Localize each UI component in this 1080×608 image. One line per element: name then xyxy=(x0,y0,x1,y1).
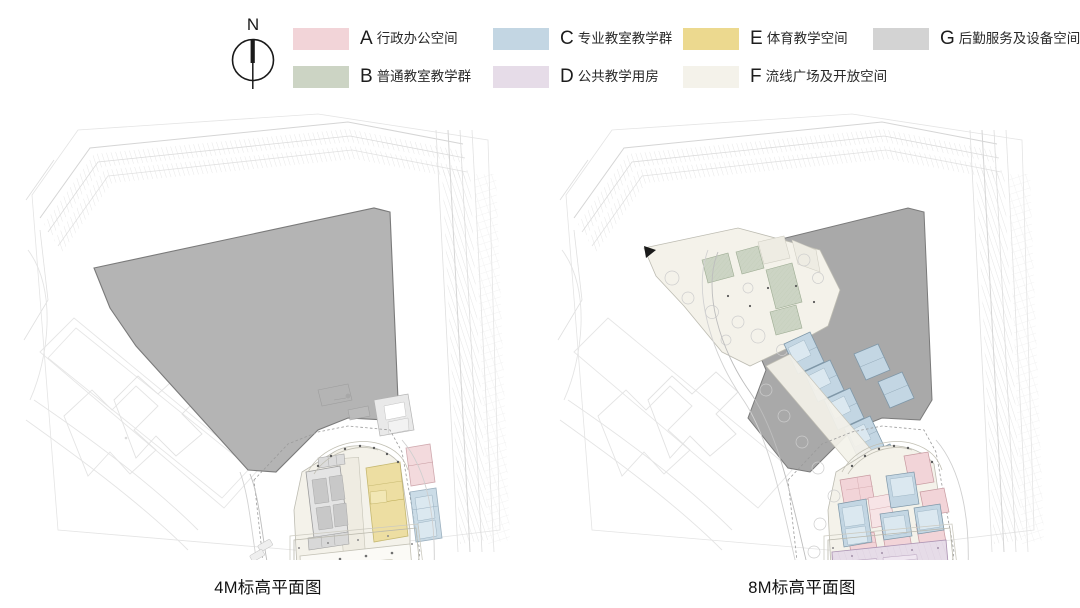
entry-arc xyxy=(307,441,409,475)
compass-north-label: N xyxy=(246,15,260,34)
north-plaza-f xyxy=(643,227,841,367)
site-parking-hatch xyxy=(44,129,468,252)
site-path xyxy=(239,439,435,560)
sports-field xyxy=(573,317,793,509)
legend-key-d: D xyxy=(560,66,574,87)
site-vehicles xyxy=(249,539,273,560)
public-teaching-d xyxy=(831,539,949,560)
legend-swatch-c xyxy=(493,28,549,50)
legend-label-e: 体育教学空间 xyxy=(766,31,848,46)
perimeter-markers xyxy=(298,535,413,549)
legend-item-e: E 体育教学空间 xyxy=(683,27,873,51)
edge-trees xyxy=(759,383,841,559)
legend-item-f: F 流线广场及开放空间 xyxy=(683,65,887,89)
legend-swatch-f xyxy=(683,66,739,88)
legend-label-d: 公共教学用房 xyxy=(577,69,659,84)
entry-columns xyxy=(316,444,400,468)
compass: N xyxy=(225,16,281,94)
compass-north-icon xyxy=(231,38,275,89)
legend-label-g: 后勤服务及设备空间 xyxy=(958,31,1080,46)
legend: N A 行政办公空间 B 普通教室教学群 xyxy=(225,8,1080,96)
caption-plan-8m: 8M标高平面图 xyxy=(748,579,856,597)
legend-column-4: G 后勤服务及设备空间 xyxy=(873,8,1080,51)
legend-key-g: G xyxy=(940,28,955,49)
plan-4m-drawing xyxy=(18,100,518,560)
legend-item-a: A 行政办公空间 xyxy=(293,27,493,51)
legend-key-e: E xyxy=(750,28,763,49)
entry-arc-8m xyxy=(841,441,943,475)
admin-space-a xyxy=(405,443,436,487)
legend-swatch-d xyxy=(493,66,549,88)
legend-item-d: D 公共教学用房 xyxy=(493,65,683,89)
site-path-8m xyxy=(701,249,969,560)
legend-label-f: 流线广场及开放空间 xyxy=(765,69,888,84)
trees xyxy=(664,253,824,356)
caption-plan-4m: 4M标高平面图 xyxy=(214,579,322,597)
south-plot-boundary xyxy=(253,425,421,560)
legend-item-b: B 普通教室教学群 xyxy=(293,65,493,89)
legend-label-c: 专业教室教学群 xyxy=(577,31,673,46)
legend-columns: A 行政办公空间 B 普通教室教学群 C 专业教室教学群 D xyxy=(293,8,1080,96)
planting-b xyxy=(701,245,803,336)
legend-key-b: B xyxy=(360,66,373,87)
service-strip xyxy=(373,393,415,437)
legend-label-a: 行政办公空间 xyxy=(376,31,458,46)
sports-space-e xyxy=(365,461,409,543)
plan-8m-drawing xyxy=(552,100,1052,560)
logistics-block-g xyxy=(305,465,350,551)
legend-column-2: C 专业教室教学群 D 公共教学用房 xyxy=(493,8,683,89)
legend-column-1: A 行政办公空间 B 普通教室教学群 xyxy=(293,8,493,89)
legend-key-f: F xyxy=(750,66,762,87)
legend-column-3: E 体育教学空间 F 流线广场及开放空间 xyxy=(683,8,887,89)
north-corner-marker xyxy=(644,246,656,258)
south-plaza xyxy=(299,543,412,560)
legend-swatch-b xyxy=(293,66,349,88)
legend-swatch-e xyxy=(683,28,739,50)
site-parking-right xyxy=(442,170,510,544)
plaza-columns xyxy=(726,284,816,308)
legend-swatch-a xyxy=(293,28,349,50)
legend-item-c: C 专业教室教学群 xyxy=(493,27,683,51)
legend-label-b: 普通教室教学群 xyxy=(376,69,472,84)
legend-key-a: A xyxy=(360,28,373,49)
legend-key-c: C xyxy=(560,28,574,49)
specialty-classroom-c xyxy=(409,487,443,543)
legend-swatch-g xyxy=(873,28,929,50)
south-plot-boundary-8m xyxy=(787,425,955,560)
legend-item-g: G 后勤服务及设备空间 xyxy=(873,27,1080,51)
